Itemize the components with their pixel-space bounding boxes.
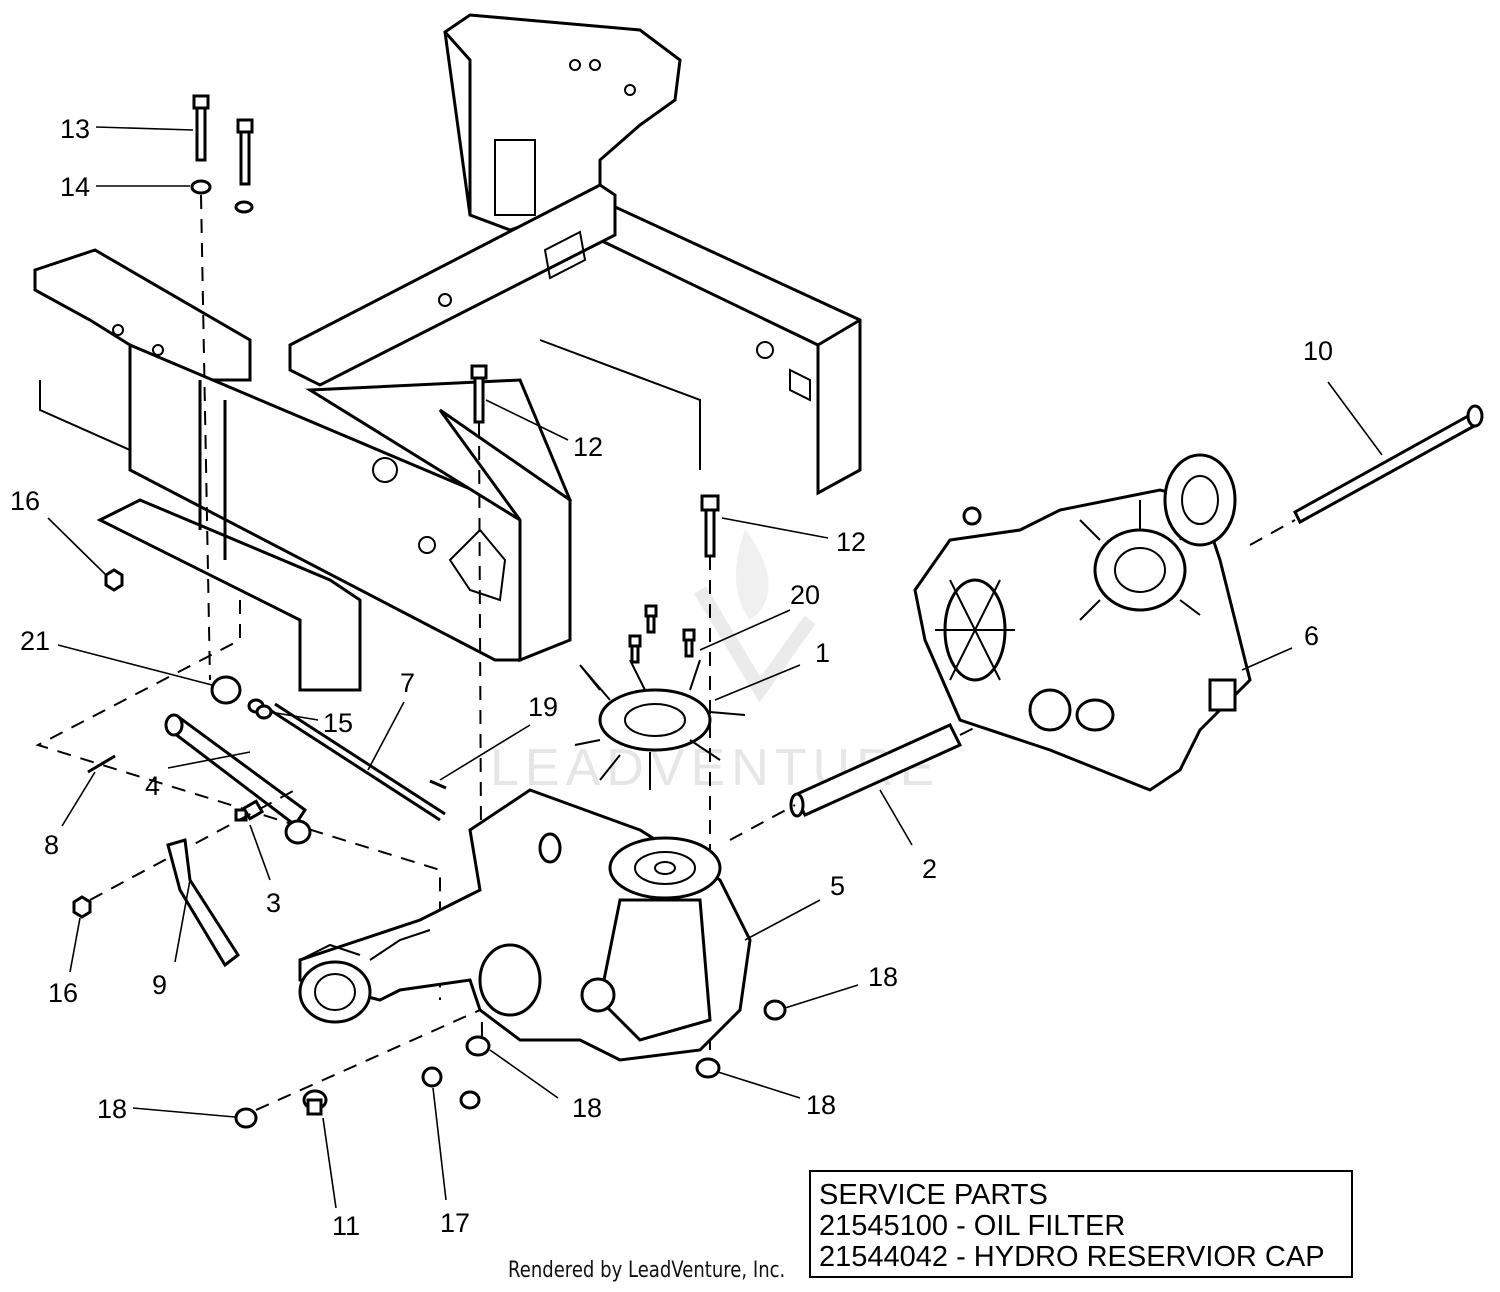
callout-labels: 13 14 16 21 15 7 4 8 3 16 9 12 12 20 1 1…: [10, 114, 1333, 1241]
callout-3: 3: [266, 888, 281, 918]
frame-assembly: [33, 13, 862, 692]
transaxle-5: [298, 788, 752, 1062]
watermark-logo: [693, 530, 816, 703]
transaxle-6: [913, 453, 1252, 792]
bolt-13: [192, 94, 254, 186]
fan-1: [574, 659, 746, 790]
callout-5: 5: [830, 871, 845, 901]
nut-16: [104, 568, 124, 592]
callout-16: 16: [10, 486, 40, 516]
callout-6: 6: [1304, 621, 1319, 651]
callout-7: 7: [400, 668, 415, 698]
service-part-oil-filter: 21545100 - OIL FILTER: [819, 1210, 1126, 1242]
callout-20: 20: [790, 580, 820, 610]
nut-18: [234, 999, 787, 1129]
service-part-reservoir-cap: 21544042 - HYDRO RESERVIOR CAP: [819, 1241, 1325, 1273]
callout-4: 4: [145, 771, 160, 801]
callout-13: 13: [60, 114, 90, 144]
clip-19: [429, 779, 447, 790]
callout-18: 18: [572, 1093, 602, 1123]
bolt-20: [628, 604, 696, 664]
pin-8: [87, 754, 116, 774]
callout-9: 9: [152, 970, 167, 1000]
callout-12: 12: [836, 527, 866, 557]
assembly-line: [200, 194, 211, 681]
leader-lines: [47, 126, 1383, 1209]
bolt-11: [302, 1089, 328, 1116]
callout-14: 14: [60, 172, 90, 202]
callout-18: 18: [806, 1090, 836, 1120]
bolt-12: [470, 364, 720, 558]
bushing-21: [210, 675, 242, 705]
bolt-3: [234, 799, 265, 822]
bolt-10: [1293, 404, 1484, 525]
rendered-by-credit: Rendered by LeadVenture, Inc.: [508, 1258, 786, 1283]
damper-4: [164, 713, 312, 845]
rod-7: [269, 708, 441, 822]
callout-1: 1: [815, 638, 830, 668]
callout-8: 8: [44, 830, 59, 860]
washer-15: [247, 698, 273, 720]
washer-14: [190, 179, 254, 214]
callout-12: 12: [573, 432, 603, 462]
nut-16-lower: [72, 895, 92, 919]
callout-17: 17: [440, 1208, 470, 1238]
shaft-2: [789, 723, 963, 818]
bracket-9: [166, 838, 241, 968]
callout-10: 10: [1303, 336, 1333, 366]
service-parts-box: SERVICE PARTS 21545100 - OIL FILTER 2154…: [809, 1170, 1353, 1278]
nut-17: [421, 1066, 443, 1088]
callout-19: 19: [528, 692, 558, 722]
callout-21: 21: [20, 626, 50, 656]
callout-15: 15: [323, 708, 353, 738]
callout-16: 16: [48, 978, 78, 1008]
callout-2: 2: [922, 854, 937, 884]
callout-11: 11: [332, 1211, 360, 1241]
service-parts-title: SERVICE PARTS: [819, 1179, 1048, 1211]
callout-18: 18: [868, 962, 898, 992]
callout-18: 18: [97, 1094, 127, 1124]
